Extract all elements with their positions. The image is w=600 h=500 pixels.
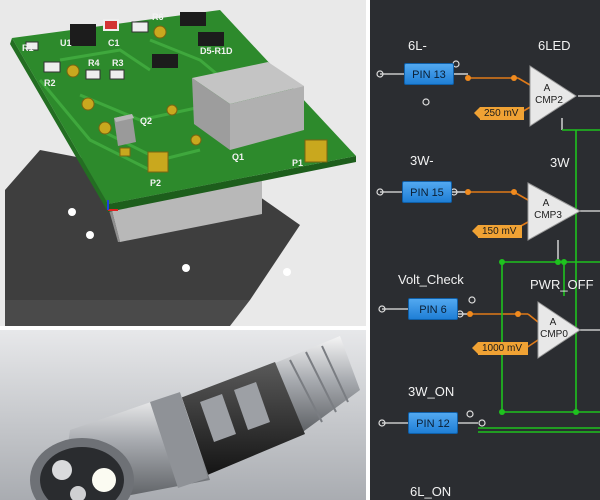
transistor-q1 bbox=[192, 62, 304, 104]
pin-15-button[interactable]: PIN 15 bbox=[402, 181, 452, 203]
comparator-cmp0[interactable] bbox=[537, 301, 581, 359]
comparator-type-label: A bbox=[542, 198, 550, 209]
comparator-name-label: CMP0 bbox=[540, 329, 568, 340]
led bbox=[52, 460, 72, 480]
threshold-tag[interactable]: 1000 mV bbox=[471, 342, 529, 355]
pcb-board bbox=[12, 10, 356, 204]
comparator-cmp3[interactable] bbox=[527, 182, 582, 241]
net-label: 6L- bbox=[408, 38, 427, 53]
pcb-label: D5-R1D bbox=[200, 46, 233, 56]
pin-6-button[interactable]: PIN 6 bbox=[408, 298, 458, 320]
output-label: PWR_OFF bbox=[530, 277, 594, 292]
pcb-label: Q1 bbox=[232, 152, 244, 162]
net-label: Volt_Check bbox=[398, 272, 464, 287]
pcb-label: R4 bbox=[88, 58, 100, 68]
schematic-wires bbox=[376, 60, 600, 433]
pcb-label: Q2 bbox=[140, 116, 152, 126]
threshold-tag[interactable]: 150 mV bbox=[471, 225, 523, 238]
pin-13-button[interactable]: PIN 13 bbox=[404, 63, 454, 85]
comparator-cmp2[interactable] bbox=[529, 65, 577, 127]
pcb-label: R2 bbox=[44, 78, 56, 88]
led-main bbox=[92, 468, 116, 492]
transistor-q2 bbox=[114, 114, 136, 146]
output-label: 6LED bbox=[538, 38, 571, 53]
capacitor-c1 bbox=[103, 19, 119, 31]
pcb-3d-render: R1 U1 C1 R6 D5-R1D R2 R4 R3 Q2 Q1 P2 P1 bbox=[5, 10, 356, 326]
flashlight-image bbox=[0, 330, 366, 500]
comparator-type-label: A bbox=[549, 317, 557, 328]
comparator-type-label: A bbox=[543, 83, 551, 94]
schematic-editor-panel: 6L- PIN 13 6LED A CMP2 250 mV 3W- PIN 15… bbox=[370, 0, 600, 500]
comparator-name-label: CMP2 bbox=[535, 95, 563, 106]
pin-12-button[interactable]: PIN 12 bbox=[408, 412, 458, 434]
net-label: 3W_ON bbox=[408, 384, 455, 399]
pcb-label: R1 bbox=[22, 43, 34, 53]
pcb-label: R3 bbox=[112, 58, 124, 68]
pcb-render-panel: R1 U1 C1 R6 D5-R1D R2 R4 R3 Q2 Q1 P2 P1 bbox=[0, 0, 366, 326]
pcb-label: P2 bbox=[150, 178, 161, 188]
grip-body bbox=[175, 362, 305, 476]
net-label: 3W- bbox=[410, 153, 434, 168]
comparator-name-label: CMP3 bbox=[534, 210, 562, 221]
threshold-tag[interactable]: 250 mV bbox=[473, 107, 525, 120]
resistor-r2 bbox=[43, 61, 61, 73]
pcb-label: R6 bbox=[152, 12, 164, 22]
pcb-label: U1 bbox=[60, 38, 72, 48]
output-label: 3W bbox=[550, 155, 570, 170]
flashlight-photo bbox=[0, 330, 366, 500]
pcb-label: C1 bbox=[108, 38, 120, 48]
resistor-r6 bbox=[131, 21, 149, 33]
net-label: 6L_ON bbox=[410, 484, 452, 499]
axis-gizmo bbox=[107, 200, 118, 211]
diode-d5 bbox=[198, 32, 224, 46]
resistor-r4 bbox=[85, 69, 101, 80]
resistor-r1 bbox=[25, 41, 39, 51]
chip-u1 bbox=[70, 24, 96, 46]
pcb-label: P1 bbox=[292, 158, 303, 168]
resistor-r3 bbox=[109, 69, 125, 80]
